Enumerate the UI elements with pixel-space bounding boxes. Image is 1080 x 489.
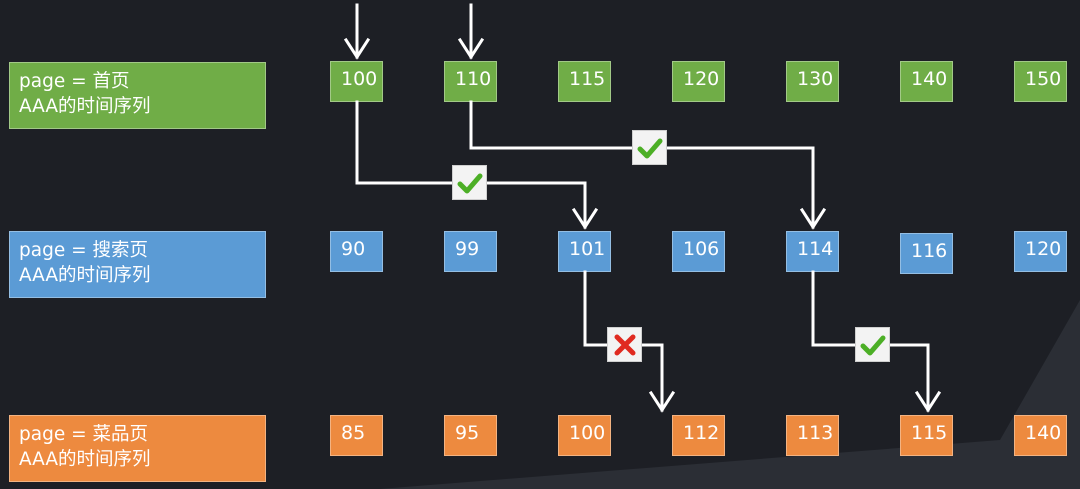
row-subtitle: AAA的时间序列 (19, 265, 151, 286)
match-ok-badge (855, 327, 890, 362)
check-icon (457, 173, 483, 194)
match-ok-badge (452, 165, 487, 200)
row-subtitle: AAA的时间序列 (19, 96, 151, 117)
search-time-box: 114 (786, 231, 839, 272)
row-title: page = 搜索页 (19, 240, 148, 261)
home-time-box: 100 (330, 61, 383, 102)
dish-time-box: 113 (786, 415, 839, 456)
home-time-box: 120 (672, 61, 725, 102)
home-time-box: 110 (444, 61, 497, 102)
home-time-box: 130 (786, 61, 839, 102)
search-time-box: 99 (444, 231, 497, 272)
cross-icon (614, 334, 636, 356)
match-fail-badge (607, 327, 642, 362)
dish-time-box: 100 (558, 415, 611, 456)
row-subtitle: AAA的时间序列 (19, 449, 151, 470)
dish-time-box: 140 (1014, 415, 1067, 456)
search-time-box: 90 (330, 231, 383, 272)
search-time-box: 106 (672, 231, 725, 272)
search-time-box: 101 (558, 231, 611, 272)
dish-time-box: 85 (330, 415, 383, 456)
match-ok-badge (632, 130, 667, 165)
dish-time-box: 115 (900, 415, 953, 456)
search-time-box: 120 (1014, 231, 1067, 272)
home-time-box: 115 (558, 61, 611, 102)
check-icon (637, 138, 663, 159)
row-label-dish: page = 菜品页 AAA的时间序列 (9, 415, 266, 482)
row-title: page = 菜品页 (19, 424, 148, 445)
home-time-box: 150 (1014, 61, 1067, 102)
dish-time-box: 95 (444, 415, 497, 456)
check-icon (860, 335, 886, 356)
row-label-search: page = 搜索页 AAA的时间序列 (9, 231, 266, 298)
row-title: page = 首页 (19, 71, 130, 92)
row-label-home: page = 首页 AAA的时间序列 (9, 62, 266, 129)
dish-time-box: 112 (672, 415, 725, 456)
home-time-box: 140 (900, 61, 953, 102)
search-time-box: 116 (900, 233, 953, 274)
